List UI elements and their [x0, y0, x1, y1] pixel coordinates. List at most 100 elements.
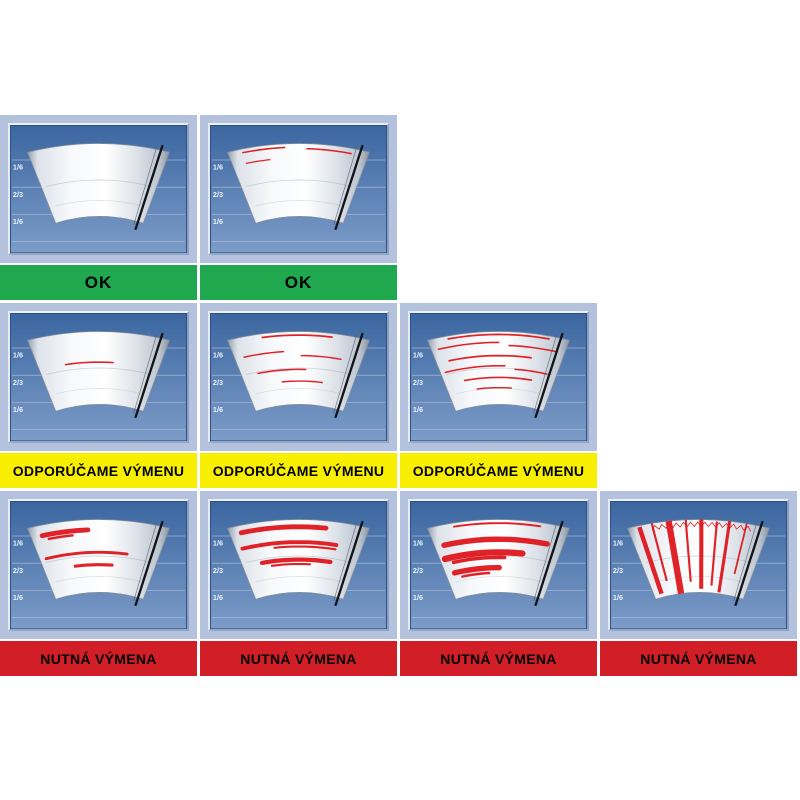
- status-bar-ok: OK: [0, 263, 197, 300]
- glass-reflection-line: [55, 200, 144, 207]
- wear-streak: [261, 334, 333, 339]
- zone-label: 2/3: [413, 566, 423, 575]
- glass-reflection-line: [55, 388, 144, 395]
- zone-label: 2/3: [213, 190, 223, 199]
- wear-streak: [243, 350, 285, 358]
- zone-label: 1/6: [13, 539, 23, 548]
- wear-streak: [270, 562, 312, 567]
- wear-streak: [257, 368, 307, 375]
- status-bar-warn: ODPORÚČAME VÝMENU: [400, 451, 597, 488]
- wear-streak: [451, 564, 502, 576]
- zone-label: 1/6: [613, 593, 623, 602]
- wiper-swath-graphic: 1/62/31/6: [10, 501, 187, 630]
- zone-label: 2/3: [13, 378, 23, 387]
- chatter-scribble-mark: [651, 521, 751, 532]
- zone-label: 1/6: [413, 593, 423, 602]
- wear-streak: [300, 354, 342, 361]
- wear-streak-vertical: [733, 523, 748, 575]
- wear-streak: [64, 361, 114, 366]
- wear-streak: [240, 540, 339, 551]
- wiper-swath: [226, 143, 371, 224]
- glass-reflection-line: [255, 200, 344, 207]
- wiper-swath-graphic: 1/62/31/6: [10, 313, 187, 442]
- wiper-blade-shadow: [133, 146, 158, 226]
- wear-streak: [514, 368, 548, 375]
- wiper-blade-shadow: [133, 334, 158, 414]
- glass-reflection-line: [255, 388, 344, 395]
- wear-streak: [448, 354, 532, 362]
- wear-streak: [444, 365, 506, 374]
- glass-reflection-line: [646, 555, 752, 563]
- wear-streak: [441, 549, 526, 563]
- zone-label: 2/3: [213, 378, 223, 387]
- glass-reflection-line: [46, 367, 152, 375]
- wear-streak: [452, 522, 542, 528]
- glass-reflection-line: [255, 576, 344, 583]
- wear-streak: [281, 380, 323, 384]
- zone-label: 1/6: [413, 351, 423, 360]
- wiper-swath: [26, 143, 171, 224]
- zone-label: 1/6: [413, 539, 423, 548]
- wiper-field-panel: 1/6 2/3 1/6: [0, 115, 197, 263]
- wiper-blade-icon: [134, 144, 164, 231]
- wear-streak-vertical: [650, 522, 668, 582]
- zone-label: 2/3: [213, 566, 223, 575]
- zone-label: 1/6: [213, 539, 223, 548]
- wiper-field-panel: 1/6 2/3 1/6: [200, 491, 397, 639]
- wiper-swath-graphic: 1/62/31/6: [410, 313, 587, 442]
- wiper-swath: [26, 519, 171, 600]
- wear-streak-vertical: [684, 519, 692, 582]
- zone-label: 2/3: [13, 566, 23, 575]
- wear-streak: [476, 386, 512, 390]
- wiper-blade-shadow: [533, 522, 558, 602]
- zone-label: 2/3: [613, 566, 623, 575]
- wear-streak: [306, 147, 352, 155]
- status-bar-danger: NUTNÁ VÝMENA: [400, 639, 597, 676]
- glass-reflection-line: [246, 555, 352, 563]
- cell-ok-1: 1/6 2/3 1/6 OK: [0, 115, 197, 300]
- glass-reflection-line: [55, 576, 144, 583]
- wear-streak-vertical: [665, 520, 685, 595]
- wiper-blade-shadow: [533, 334, 558, 414]
- wiper-blade-icon: [334, 144, 364, 231]
- zone-label: 1/6: [213, 405, 223, 414]
- wiper-swath-graphic: 1/6 2/3 1/6: [10, 125, 187, 254]
- wear-streak-vertical: [717, 520, 732, 593]
- wear-streak: [245, 159, 271, 165]
- zone-label: 1/6: [213, 351, 223, 360]
- glass-reflection-line: [46, 179, 152, 187]
- wear-streak-vertical: [637, 526, 664, 595]
- wear-streak: [47, 534, 74, 541]
- wiper-blade-icon: [334, 520, 364, 607]
- status-bar-ok: OK: [200, 263, 397, 300]
- zone-label: 1/6: [213, 593, 223, 602]
- wiper-blade-shadow: [733, 522, 758, 602]
- wear-streak: [73, 563, 114, 568]
- wiper-blade-icon: [334, 332, 364, 419]
- wiper-swath: [426, 331, 571, 412]
- wiper-blade-icon: [734, 520, 764, 607]
- wiper-blade-icon: [134, 520, 164, 607]
- wiper-swath: [26, 331, 171, 412]
- zone-label: 2/3: [13, 190, 23, 199]
- zone-label: 1/6: [13, 163, 23, 172]
- glass-reflection-line: [446, 367, 552, 375]
- glass-reflection-line: [455, 576, 544, 583]
- wear-streak: [451, 555, 507, 565]
- wear-streak: [508, 344, 557, 353]
- wear-streak-vertical: [710, 521, 718, 586]
- zone-label: 1/6: [213, 217, 223, 226]
- wear-streak: [437, 341, 500, 351]
- wiper-blade-shadow: [333, 522, 358, 602]
- wiper-swath-graphic: 1/62/31/6: [210, 125, 387, 254]
- zone-label: 1/6: [13, 217, 23, 226]
